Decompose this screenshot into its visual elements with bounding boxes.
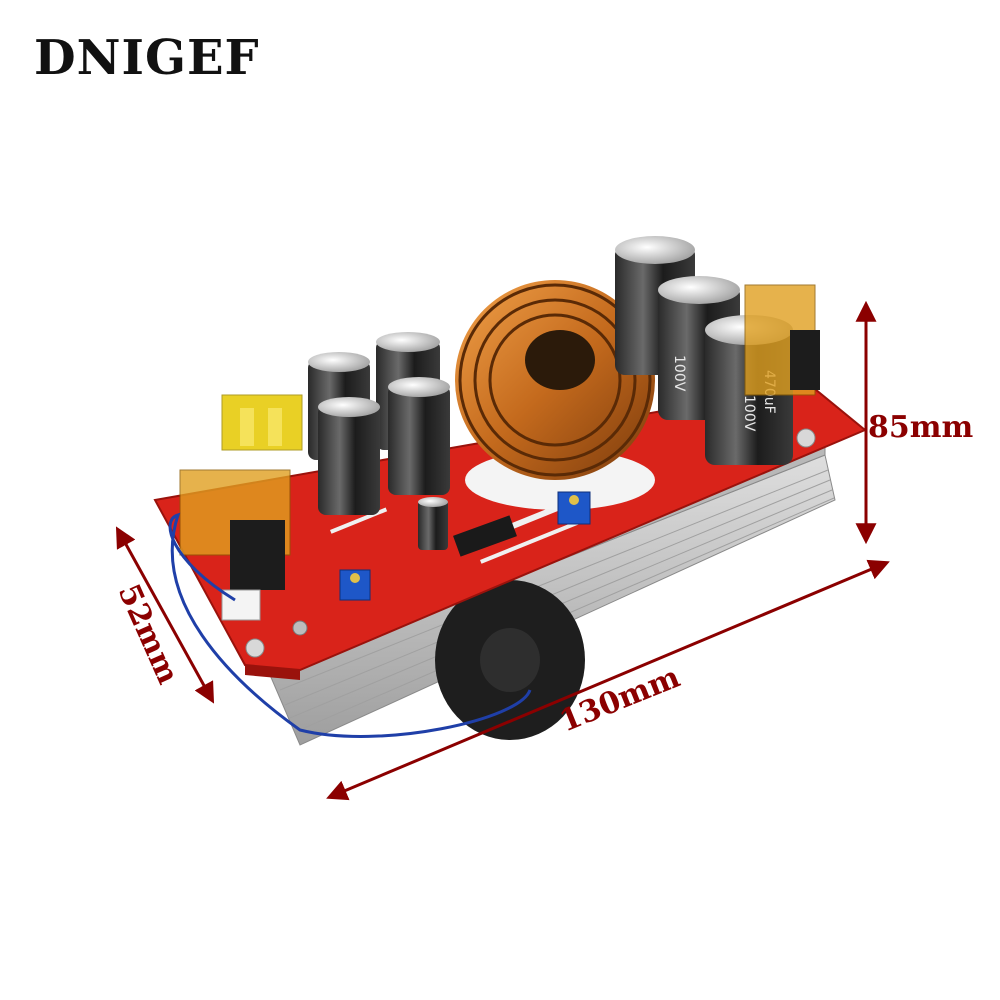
dimension-arrow-length <box>326 559 890 801</box>
toroidal-inductor <box>455 280 655 510</box>
capacitor-voltage-label: 100V <box>671 355 687 392</box>
height-dimension-label: 85mm <box>868 410 973 445</box>
brand-logo: DNIGEF <box>34 30 260 86</box>
capacitor-voltage-label-2: 100V <box>741 395 757 432</box>
potentiometer <box>339 569 371 601</box>
control-ic <box>453 515 517 557</box>
blade-fuse <box>221 394 303 451</box>
capacitor <box>418 497 448 550</box>
dimension-arrow-width <box>115 526 215 704</box>
output-terminal <box>744 284 820 396</box>
capacitor <box>388 377 450 495</box>
potentiometer <box>557 491 591 525</box>
capacitor <box>318 397 380 515</box>
capacitor-group-small <box>308 332 450 550</box>
